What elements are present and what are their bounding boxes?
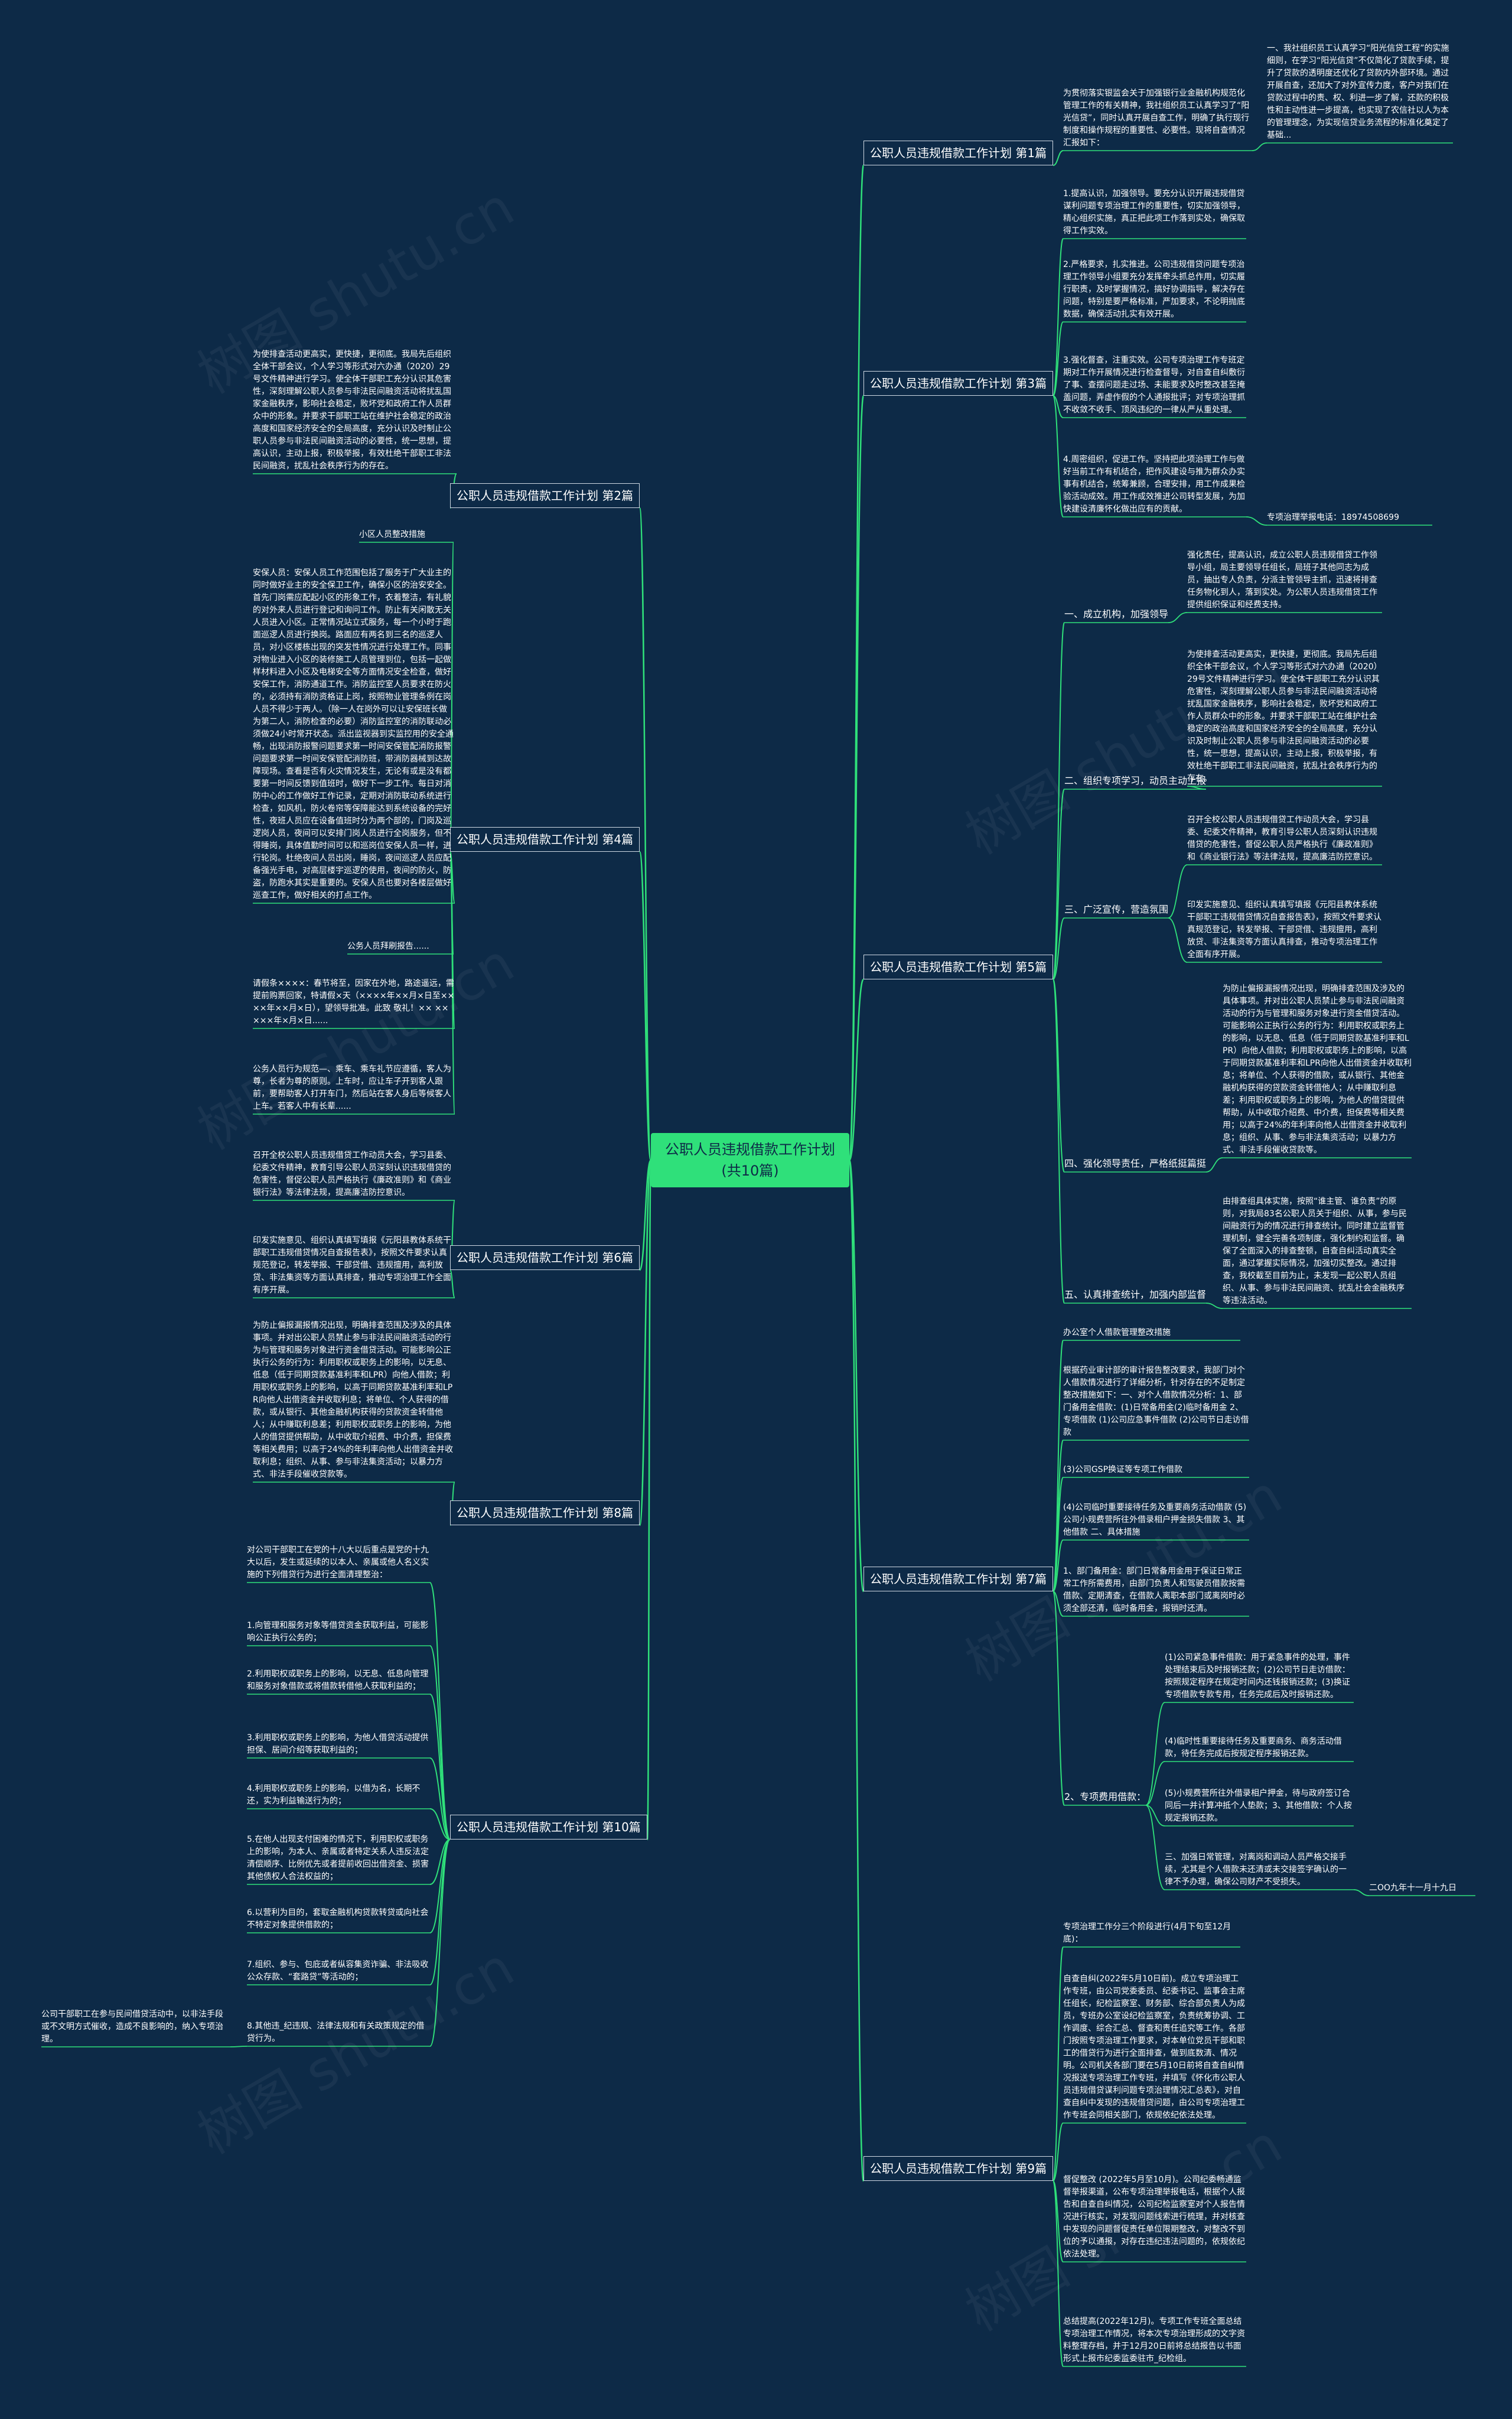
branch-1[interactable]: 公职人员违规借款工作计划 第1篇	[863, 141, 1054, 165]
branch-5[interactable]: 公职人员违规借款工作计划 第5篇	[863, 955, 1054, 979]
b7-s2-leaf-b: (4)临时性重要接待任务及重要商务、商务活动借款，待任务完成后按规定程序报销还款…	[1165, 1737, 1342, 1759]
b9-leaf-4: 总结提高(2022年12月)。专项工作专班全面总结专项治理工作情况，将本次专项治…	[1063, 2317, 1245, 2363]
b10-leaf-5: 5.在他人出现支付困难的情况下，利用职权或职务上的影响，为本人、亲属或者特定关系…	[247, 1835, 429, 1881]
b3-leaf-2: 2.严格要求，扎实推进。公司违规借贷问题专项治理工作领导小组要充分发挥牵头抓总作…	[1063, 260, 1245, 319]
b10-leaf-4: 4.利用职权或职务上的影响，以借为名，长期不还，实为利益输送行为的；	[247, 1784, 421, 1806]
b5-s4-leaf: 为防止偏报漏报情况出现，明确排查范围及涉及的具体事项。并对出公职人员禁止参与非法…	[1223, 984, 1412, 1155]
b10-leaf-6: 6.以营利为目的，套取金融机构贷款转贷或向社会不特定对象提供借款的；	[247, 1908, 429, 1930]
b3-leaf-1: 1.提高认识，加强领导。要充分认识开展违规借贷谋利问题专项治理工作的重要性，切实…	[1063, 189, 1245, 236]
b7-section-2[interactable]: 2、专项费用借款：	[1064, 1791, 1146, 1802]
b7-s2-leaf-d: 三、加强日常管理，对离岗和调动人员严格交接手续，尤其是个人借款未还清或未交接签字…	[1165, 1852, 1347, 1887]
b5-s3-leaf-a: 召开全校公职人员违规借贷工作动员大会，学习县委、纪委文件精神，教育引导公职人员深…	[1187, 815, 1377, 862]
b3-leaf-3: 3.强化督查，注重实效。公司专项治理工作专班定期对工作开展情况进行检查督导，对自…	[1063, 356, 1245, 415]
b10-leaf-0: 对公司干部职工在党的十八大以后重点是党的十九大以后，发生或延续的以本人、亲属或他…	[247, 1545, 429, 1580]
b7-s2-leaf-a: (1)公司紧急事件借款：用于紧急事件的处理，事件处理结束后及时报销还款；(2)公…	[1165, 1653, 1350, 1700]
b7-leaf-1: 办公室个人借款管理整改措施	[1063, 1328, 1171, 1337]
root-node[interactable]: 公职人员违规借款工作计划(共10篇)	[651, 1133, 849, 1187]
b7-leaf-3: (3)公司GSP换证等专项工作借款	[1063, 1465, 1183, 1474]
b2-leaf-1: 为使排查活动更高实，更快捷，更彻底。我局先后组织全体干部会议，个人学习等形式对六…	[253, 350, 451, 471]
b5-section-1[interactable]: 一、成立机构，加强领导	[1064, 608, 1169, 620]
b9-leaf-3: 督促整改 (2022年5月至10月)。公司纪委畅通监督举报渠道，公布专项治理举报…	[1063, 2175, 1245, 2259]
b5-section-3[interactable]: 三、广泛宣传，营造氛围	[1064, 904, 1169, 915]
b7-leaf-5: 1、部门备用金：部门日常备用金用于保证日常正常工作所需费用，由部门负责人和驾驶员…	[1063, 1567, 1245, 1613]
branch-9[interactable]: 公职人员违规借款工作计划 第9篇	[863, 2156, 1054, 2181]
b5-s2-leaf: 为使排查活动更高实，更快捷，更彻底。我局先后组织全体干部会议，个人学习等形式对六…	[1187, 650, 1382, 783]
b9-leaf-2: 自查自纠(2022年5月10日前)。成立专项治理工作专班，由公司党委委员、纪委书…	[1063, 1974, 1245, 2120]
branch-4[interactable]: 公职人员违规借款工作计划 第4篇	[450, 827, 640, 852]
b6-leaf-2: 印发实施意见、组织认真填写填报《元阳县教体系统干部职工违规借贷情况自查报告表》，…	[253, 1236, 451, 1295]
b5-section-5[interactable]: 五、认真排查统计，加强内部监督	[1064, 1289, 1207, 1300]
branch-10[interactable]: 公职人员违规借款工作计划 第10篇	[450, 1815, 647, 1840]
b1-leaf-detail: 一、我社组织员工认真学习“阳光信贷工程”的实施细则，在学习“阳光信贷”不仅简化了…	[1267, 44, 1449, 140]
b4-leaf-1: 小区人员整改措施	[359, 530, 425, 539]
b4-leaf-3: 公务人员拜刷报告......	[347, 942, 429, 951]
b10-leaf-9: 公司干部职工在参与民间借贷活动中，以非法手段或不文明方式催收，造成不良影响的，纳…	[41, 2010, 223, 2044]
b5-section-4[interactable]: 四、强化领导责任，严格纸挺篇挺	[1064, 1158, 1207, 1169]
b4-leaf-2: 安保人员：安保人员工作范围包括了服务于广大业主的同时做好业主的安全保卫工作，确保…	[253, 568, 454, 900]
b10-leaf-7: 7.组织、参与、包庇或者纵容集资诈骗、非法吸收公众存款、“套路贷”等活动的；	[247, 1960, 429, 1982]
b8-leaf-1: 为防止偏报漏报情况出现，明确排查范围及涉及的具体事项。并对出公职人员禁止参与非法…	[253, 1321, 454, 1479]
b9-leaf-1: 专项治理工作分三个阶段进行(4月下旬至12月底)：	[1063, 1922, 1231, 1944]
b3-leaf-4: 4.周密组织，促进工作。坚持把此项治理工作与做好当前工作有机结合，把作风建设与推…	[1063, 455, 1245, 514]
branch-3[interactable]: 公职人员违规借款工作计划 第3篇	[863, 371, 1054, 396]
b3-leaf-hotline: 专项治理举报电话：18974508699	[1267, 513, 1399, 522]
b1-leaf-intro: 为贯彻落实银监会关于加强银行业金融机构规范化管理工作的有关精神，我社组织员工认真…	[1063, 89, 1250, 148]
b7-leaf-2: 根据药业审计部的审计报告整改要求，我部门对个人借款情况进行了详细分析，针对存在的…	[1063, 1366, 1249, 1437]
b10-leaf-3: 3.利用职权或职务上的影响，为他人借贷活动提供担保、居间介绍等获取利益的；	[247, 1733, 429, 1755]
b10-leaf-8: 8.其他违_纪违规、法律法规和有关政策规定的借贷行为。	[247, 2021, 425, 2043]
b7-s2-leaf-c: (5)小规费营所往外借录相户押金，待与政府签订合同后一并计算冲抵个人垫款；3、其…	[1165, 1789, 1352, 1823]
b6-leaf-1: 召开全校公职人员违规借贷工作动员大会，学习县委、纪委文件精神，教育引导公职人员深…	[253, 1151, 451, 1197]
b5-s1-leaf: 强化责任，提高认识，成立公职人员违规借贷工作领导小组，局主要领导任组长，局班子其…	[1187, 551, 1377, 610]
b7-s2-leaf-date: 二OO九年十一月十九日	[1369, 1883, 1457, 1893]
b5-s5-leaf: 由排查组具体实施，按照“谁主管、谁负责”的原则，对我局83名公职人员关于组织、从…	[1223, 1197, 1407, 1305]
b10-leaf-2: 2.利用职权或职务上的影响，以无息、低息向管理和服务对象借款或将借款转借他人获取…	[247, 1669, 429, 1691]
branch-7[interactable]: 公职人员违规借款工作计划 第7篇	[863, 1567, 1054, 1591]
b4-leaf-4: 请假条××××：春节将至，因家在外地，路途遥远，需提前购票回家，特请假×天（××…	[253, 979, 455, 1025]
b5-s3-leaf-b: 印发实施意见、组织认真填写填报《元阳县教体系统干部职工违规借贷情况自查报告表》，…	[1187, 900, 1381, 959]
branch-6[interactable]: 公职人员违规借款工作计划 第6篇	[450, 1245, 640, 1270]
branch-8[interactable]: 公职人员违规借款工作计划 第8篇	[450, 1500, 640, 1525]
b7-leaf-4: (4)公司临时重要接待任务及重要商务活动借款 (5)公司小规费营所往外借录相户押…	[1063, 1503, 1247, 1537]
b5-section-2[interactable]: 二、组织专项学习，动员主动上报	[1064, 775, 1207, 786]
b4-leaf-5: 公务人员行为规范—、乘车、乘车礼节应遵循，客人为尊，长者为尊的原则。上车时，应让…	[253, 1064, 451, 1111]
b10-leaf-1: 1.向管理和服务对象等借贷资金获取利益，可能影响公正执行公务的；	[247, 1621, 429, 1643]
branch-2[interactable]: 公职人员违规借款工作计划 第2篇	[450, 483, 640, 508]
